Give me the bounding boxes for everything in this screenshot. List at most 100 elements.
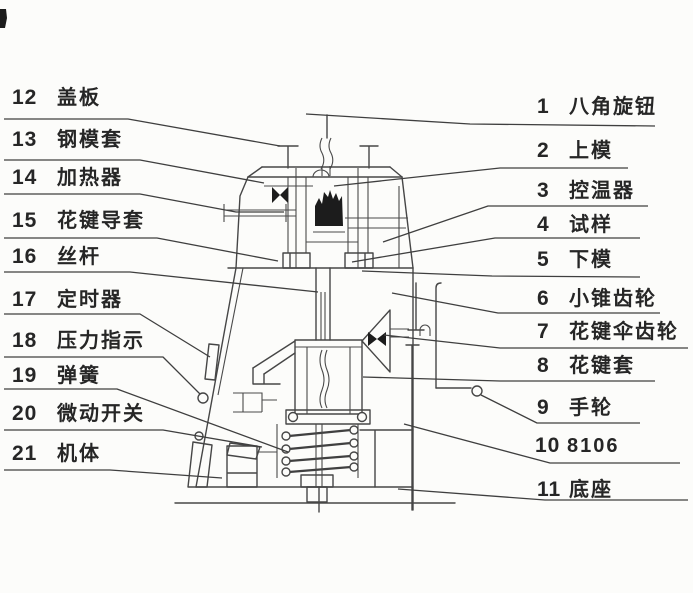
part-number: 19 bbox=[12, 364, 38, 387]
part-label-7: 7 花键伞齿轮 bbox=[537, 320, 679, 344]
part-number: 1 bbox=[537, 95, 550, 118]
part-label-2: 2 上模 bbox=[537, 139, 613, 163]
part-name: 花键伞齿轮 bbox=[569, 321, 679, 343]
part-name: 8106 bbox=[567, 435, 620, 457]
part-number: 4 bbox=[537, 213, 550, 236]
part-label-4: 4 试样 bbox=[537, 213, 613, 237]
part-label-11: 11 底座 bbox=[537, 478, 613, 502]
leader-line-3 bbox=[382, 205, 648, 243]
part-label-21: 21 机体 bbox=[12, 442, 101, 466]
part-label-8: 8 花键套 bbox=[537, 354, 635, 378]
scan-artifact bbox=[0, 9, 7, 28]
part-number: 13 bbox=[12, 128, 38, 151]
part-name: 花键导套 bbox=[57, 210, 145, 232]
part-label-18: 18 压力指示 bbox=[12, 329, 145, 353]
part-number: 15 bbox=[12, 209, 38, 232]
leader-line-1 bbox=[305, 113, 656, 127]
part-label-17: 17 定时器 bbox=[12, 288, 123, 312]
bevel-gear bbox=[361, 309, 409, 373]
leader-line-2 bbox=[333, 167, 628, 187]
right-compartment bbox=[359, 429, 414, 488]
part-name: 小锥齿轮 bbox=[569, 288, 657, 310]
left-foot bbox=[187, 441, 213, 488]
screw-shaft bbox=[315, 267, 331, 341]
part-number: 16 bbox=[12, 245, 38, 268]
part-label-5: 5 下模 bbox=[537, 248, 613, 272]
part-number: 11 bbox=[537, 478, 562, 501]
leader-line-10 bbox=[403, 423, 680, 464]
leader-line-5 bbox=[361, 270, 641, 278]
part-label-3: 3 控温器 bbox=[537, 179, 635, 203]
part-name: 微动开关 bbox=[57, 403, 145, 425]
leader-line-15 bbox=[4, 237, 279, 262]
leader-line-11 bbox=[397, 488, 688, 501]
top-rod-and-cover-plate bbox=[247, 114, 403, 178]
part-name: 手轮 bbox=[569, 397, 613, 419]
leader-line-6 bbox=[391, 292, 660, 314]
part-name: 试样 bbox=[569, 214, 613, 236]
leader-line-16 bbox=[4, 271, 319, 293]
part-name: 盖板 bbox=[57, 87, 101, 109]
leader-line-7 bbox=[383, 334, 688, 349]
leader-lines bbox=[4, 113, 688, 501]
part-label-14: 14 加热器 bbox=[12, 166, 123, 190]
leader-line-19 bbox=[4, 388, 289, 453]
part-name: 上模 bbox=[569, 140, 613, 162]
part-name: 弹簧 bbox=[57, 365, 101, 387]
leader-line-9 bbox=[480, 394, 640, 424]
timer-box bbox=[204, 343, 220, 381]
part-name: 机体 bbox=[57, 443, 101, 465]
part-name: 压力指示 bbox=[57, 330, 145, 352]
part-label-12: 12 盖板 bbox=[12, 86, 101, 110]
specimen-blob bbox=[315, 190, 343, 226]
part-label-1: 1 八角旋钮 bbox=[537, 95, 657, 119]
part-label-13: 13 钢模套 bbox=[12, 128, 123, 152]
part-number: 18 bbox=[12, 329, 38, 352]
part-label-19: 19 弹簧 bbox=[12, 364, 101, 388]
part-number: 20 bbox=[12, 402, 38, 425]
leader-line-14 bbox=[4, 193, 284, 213]
part-number: 2 bbox=[537, 139, 550, 162]
part-name: 底座 bbox=[569, 479, 613, 501]
part-number: 6 bbox=[537, 287, 550, 310]
handwheel-shaft bbox=[405, 282, 483, 511]
part-name: 控温器 bbox=[569, 180, 635, 202]
part-number: 5 bbox=[537, 248, 550, 271]
part-name: 丝杆 bbox=[57, 246, 101, 268]
part-name: 定时器 bbox=[57, 289, 123, 311]
part-number: 14 bbox=[12, 166, 38, 189]
part-label-15: 15 花键导套 bbox=[12, 209, 145, 233]
part-label-6: 6 小锥齿轮 bbox=[537, 287, 657, 311]
part-number: 17 bbox=[12, 288, 38, 311]
leader-line-17 bbox=[4, 313, 211, 358]
spring-assembly bbox=[276, 409, 371, 513]
leader-line-8 bbox=[362, 376, 655, 382]
part-label-10: 10 8106 bbox=[535, 434, 620, 458]
leader-line-18 bbox=[4, 356, 201, 395]
part-number: 21 bbox=[12, 442, 38, 465]
pressure-indicator-knob bbox=[197, 392, 209, 404]
part-number: 10 bbox=[535, 434, 561, 457]
part-name: 花键套 bbox=[569, 355, 635, 377]
leader-line-12 bbox=[4, 118, 281, 147]
part-number: 3 bbox=[537, 179, 550, 202]
part-label-16: 16 丝杆 bbox=[12, 245, 101, 269]
heater-valve-symbol bbox=[223, 187, 296, 222]
part-name: 加热器 bbox=[57, 167, 123, 189]
part-name: 钢模套 bbox=[57, 129, 123, 151]
leader-line-20 bbox=[4, 429, 263, 448]
part-name: 下模 bbox=[569, 249, 613, 271]
micro-switch bbox=[226, 442, 277, 488]
leader-line-13 bbox=[4, 159, 265, 184]
handwheel-knob bbox=[471, 385, 483, 397]
part-label-20: 20 微动开关 bbox=[12, 402, 145, 426]
part-name: 八角旋钮 bbox=[569, 96, 657, 118]
part-number: 7 bbox=[537, 320, 550, 343]
heater-housing bbox=[223, 168, 414, 269]
part-number: 8 bbox=[537, 354, 550, 377]
part-number: 12 bbox=[12, 86, 38, 109]
